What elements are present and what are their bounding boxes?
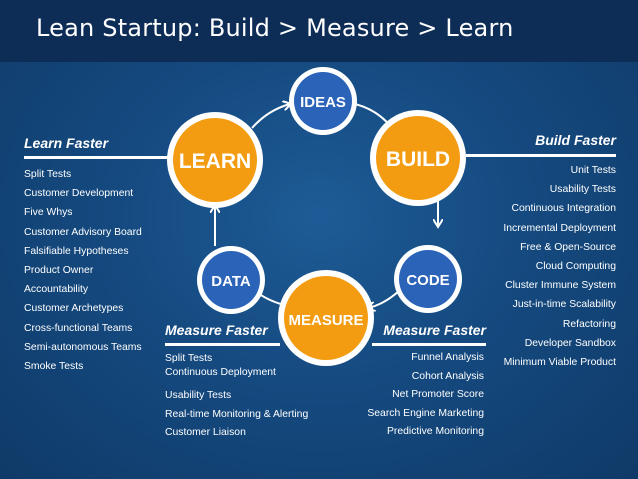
measure-faster-right-rule [372, 343, 486, 346]
node-learn: LEARN [167, 112, 263, 208]
node-code: CODE [394, 245, 462, 313]
learn-faster-list: Split Tests Customer Development Five Wh… [24, 165, 174, 376]
list-item: Cluster Immune System [505, 280, 616, 292]
arrow-learn-to-ideas [251, 104, 290, 129]
list-item: Customer Development [24, 188, 134, 200]
list-item: Minimum Viable Product [503, 356, 616, 368]
node-data-label: DATA [211, 273, 251, 290]
measure-faster-left-rule [165, 343, 280, 346]
list-item: Product Owner [24, 264, 94, 276]
list-item: Accountability [24, 284, 89, 296]
list-item: Refactoring [562, 318, 616, 330]
page-title: Lean Startup: Build > Measure > Learn [36, 14, 514, 42]
node-code-label: CODE [406, 272, 449, 289]
node-build: BUILD [370, 110, 466, 206]
list-item: Incremental Deployment [503, 222, 616, 234]
list-item: Continuous Integration [511, 203, 616, 215]
list-item: Funnel Analysis [411, 352, 484, 363]
list-item: Just-in-time Scalability [512, 299, 616, 311]
list-item: Net Promoter Score [392, 389, 484, 400]
list-item: Smoke Tests [24, 360, 84, 372]
list-item: Semi-autonomous Teams [24, 341, 142, 353]
list-item: Predictive Monitoring [386, 426, 484, 437]
list-item: Free & Open-Source [520, 241, 616, 253]
node-measure-label: MEASURE [288, 312, 363, 329]
measure-faster-right-list: Funnel Analysis Cohort Analysis Net Prom… [324, 349, 484, 442]
node-data: DATA [197, 246, 265, 314]
list-item: Unit Tests [570, 165, 616, 176]
list-item: Continuous Deployment [165, 367, 276, 378]
list-item: Cohort Analysis [411, 370, 484, 382]
list-item: Developer Sandbox [524, 337, 616, 349]
list-item: Customer Archetypes [24, 303, 124, 315]
learn-faster-heading: Learn Faster [24, 135, 109, 151]
list-item: Five Whys [24, 207, 73, 219]
list-item: Usability Tests [549, 184, 616, 196]
build-faster-rule [466, 154, 616, 157]
list-item: Customer Liaison [165, 427, 246, 438]
build-faster-list: Unit Tests Usability Tests Continuous In… [456, 161, 616, 372]
list-item: Cross-functional Teams [24, 322, 133, 334]
list-item: Real-time Monitoring & Alerting [165, 408, 309, 420]
measure-faster-right-heading: Measure Faster [383, 322, 486, 338]
node-learn-label: LEARN [179, 150, 251, 173]
node-ideas: IDEAS [289, 67, 357, 135]
node-measure: MEASURE [278, 270, 374, 366]
node-build-label: BUILD [386, 148, 450, 171]
arrow-code-to-measure [368, 289, 401, 308]
measure-faster-left-heading: Measure Faster [165, 322, 268, 338]
build-faster-heading: Build Faster [535, 132, 616, 148]
list-item: Split Tests [165, 353, 213, 364]
node-ideas-label: IDEAS [300, 94, 346, 111]
list-item: Search Engine Marketing [367, 407, 484, 419]
measure-faster-left-list: Split Tests Continuous Deployment Usabil… [165, 352, 335, 443]
learn-faster-rule [24, 156, 170, 159]
title-bar: Lean Startup: Build > Measure > Learn [0, 0, 638, 62]
list-item: Falsifiable Hypotheses [24, 245, 129, 257]
list-item: Customer Advisory Board [24, 226, 142, 238]
list-item: Split Tests [24, 169, 72, 180]
list-item: Cloud Computing [535, 260, 616, 272]
list-item: Usability Tests [165, 390, 232, 401]
